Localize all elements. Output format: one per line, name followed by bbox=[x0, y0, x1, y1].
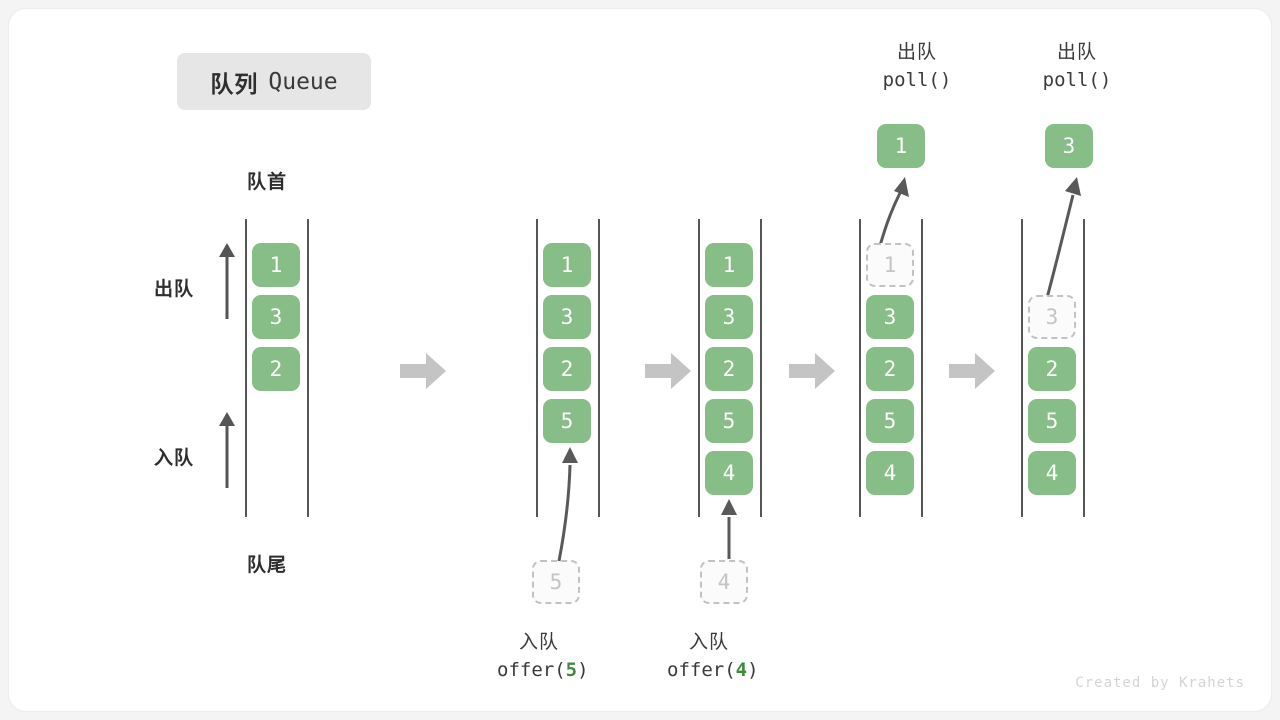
stage-1-rail-left bbox=[245, 219, 247, 517]
enqueue-direction-arrow bbox=[216, 410, 238, 488]
stage-3-cell-3: 5 bbox=[705, 399, 753, 443]
stage-2-cell-3: 5 bbox=[543, 399, 591, 443]
stage-5-cell-4: 4 bbox=[1028, 451, 1076, 495]
stage-1-rail-right bbox=[307, 219, 309, 517]
enqueue-side-label: 入队 bbox=[154, 448, 195, 469]
stage-5-popped-cell: 3 bbox=[1045, 124, 1093, 168]
stage-3-cell-1: 3 bbox=[705, 295, 753, 339]
stage-4-cell-2: 2 bbox=[866, 347, 914, 391]
stage-3-cell-4: 4 bbox=[705, 451, 753, 495]
flow-arrow-3 bbox=[789, 353, 835, 389]
title-en: Queue bbox=[268, 68, 338, 95]
stage-2-cell-0: 1 bbox=[543, 243, 591, 287]
stage-5-cell-1-ghost: 3 bbox=[1028, 295, 1076, 339]
stage-3-cell-2: 2 bbox=[705, 347, 753, 391]
stage-2-rail-right bbox=[598, 219, 600, 517]
flow-arrow-2 bbox=[645, 353, 691, 389]
stage-3-enqueue-arrow bbox=[713, 495, 753, 561]
stage-4-rail-right bbox=[921, 219, 923, 517]
op-poll-1-cn: 出队 bbox=[896, 42, 937, 63]
op-offer-4-code: offer(4) bbox=[667, 658, 759, 681]
op-poll-2-cn: 出队 bbox=[1056, 42, 1097, 63]
title-cn: 队列 bbox=[210, 70, 259, 97]
stage-2-cell-2: 2 bbox=[543, 347, 591, 391]
flow-arrow-4 bbox=[949, 353, 995, 389]
stage-1-cell-0: 1 bbox=[252, 243, 300, 287]
stage-4-cell-0-ghost: 1 bbox=[866, 243, 914, 287]
op-offer-4-cn: 入队 bbox=[689, 632, 730, 653]
stage-3-cell-0: 1 bbox=[705, 243, 753, 287]
op-poll-2-code: poll() bbox=[1042, 68, 1112, 91]
op-offer-5-cn: 入队 bbox=[519, 632, 560, 653]
stage-3-rail-right bbox=[760, 219, 762, 517]
diagram-title-chip: 队列 Queue bbox=[177, 53, 371, 110]
queue-tail-label: 队尾 bbox=[247, 555, 288, 576]
op-poll-1-code: poll() bbox=[882, 68, 952, 91]
dequeue-direction-arrow bbox=[216, 241, 238, 319]
op-offer-5-code: offer(5) bbox=[497, 658, 589, 681]
stage-2-rail-left bbox=[536, 219, 538, 517]
dequeue-side-label: 出队 bbox=[154, 279, 195, 300]
stage-4-cell-3: 5 bbox=[866, 399, 914, 443]
flow-arrow-1 bbox=[400, 353, 446, 389]
stage-4-rail-left bbox=[859, 219, 861, 517]
stage-2-cell-1: 3 bbox=[543, 295, 591, 339]
stage-4-popped-cell: 1 bbox=[877, 124, 925, 168]
stage-5-cell-2: 2 bbox=[1028, 347, 1076, 391]
footer-credit: Created by Krahets bbox=[1075, 675, 1245, 691]
stage-5-rail-left bbox=[1021, 219, 1023, 517]
diagram-card: 队列 Queue 出队 poll() 出队 poll() 队首 队尾 出队 入队… bbox=[8, 8, 1272, 712]
queue-head-label: 队首 bbox=[247, 172, 288, 193]
stage-1-cell-2: 2 bbox=[252, 347, 300, 391]
stage-3-incoming-ghost: 4 bbox=[700, 560, 748, 604]
stage-2-enqueue-arrow bbox=[539, 443, 589, 563]
stage-4-cell-4: 4 bbox=[866, 451, 914, 495]
stage-5-cell-3: 5 bbox=[1028, 399, 1076, 443]
op-label-offer-5: 入队 offer(5) bbox=[497, 629, 657, 684]
op-label-poll-1: 出队 poll() bbox=[867, 39, 967, 94]
stage-3-rail-left bbox=[698, 219, 700, 517]
stage-2-incoming-ghost: 5 bbox=[532, 560, 580, 604]
stage-1-cell-1: 3 bbox=[252, 295, 300, 339]
op-label-offer-4: 入队 offer(4) bbox=[667, 629, 827, 684]
stage-4-cell-1: 3 bbox=[866, 295, 914, 339]
stage-5-rail-right bbox=[1083, 219, 1085, 517]
op-label-poll-2: 出队 poll() bbox=[1027, 39, 1127, 94]
